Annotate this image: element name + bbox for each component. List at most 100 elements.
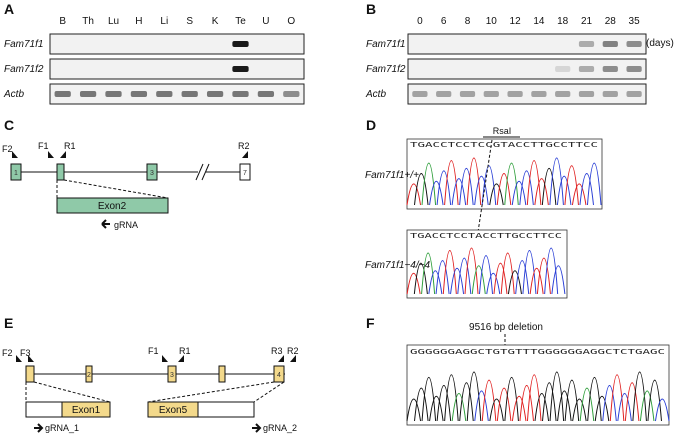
panel-c-zoom-line-right	[63, 179, 169, 199]
traceWT-peak-21	[556, 175, 572, 206]
panel-a-band-3-1	[54, 91, 71, 97]
traceWT-peak-4	[429, 181, 444, 206]
traceMUT-peak-8	[457, 257, 472, 295]
traceWT-peak-23	[571, 183, 587, 206]
panel-a-lane-6: S	[186, 16, 193, 27]
panel-b-gene-2: Fam71f2	[366, 64, 406, 75]
panel-a-band-3-7	[206, 91, 224, 97]
traceMUT-peak-3	[421, 252, 436, 295]
traceWT-peak-22	[564, 165, 579, 206]
panel-b-lane-9: 28	[605, 16, 617, 27]
panel-c-break-mark-1	[195, 163, 204, 181]
panel-b-lane-1: 0	[417, 16, 423, 27]
panel-d-enzyme-label: RsaI	[493, 126, 512, 136]
panel-a-lane-2: Th	[82, 16, 94, 27]
panel-a-band-3-9	[257, 91, 275, 97]
traceF-peak-8	[459, 382, 474, 422]
traceF-peak-25	[587, 376, 602, 422]
panel-a-band-2-8	[232, 66, 249, 72]
traceWT-peak-25	[586, 163, 602, 206]
traceF-peak-23	[572, 398, 587, 422]
panel-b-band-1-10	[626, 41, 642, 47]
panel-c-break-mark-2	[201, 163, 210, 181]
traceF-peak-24	[579, 387, 595, 422]
panel-b-band-2-8	[578, 66, 595, 72]
panel-b-band-3-2	[436, 91, 452, 97]
panel-d-mut-sequence: TGACCTCCTACCTTGCCTTCC	[410, 232, 562, 240]
traceMUT-peak-7	[450, 268, 465, 295]
traceF-peak-13	[496, 387, 512, 422]
panel-a-band-3-4	[130, 91, 148, 97]
traceMUT-peak-15	[507, 270, 522, 295]
panel-b-band-2-7	[555, 66, 571, 72]
panel-c-exon-1	[10, 163, 22, 181]
panel-e-primer-f1: F1	[148, 346, 159, 356]
traceWT-peak-17	[526, 160, 542, 206]
panel-e-exon-5	[273, 365, 285, 383]
traceF-peak-30	[624, 382, 640, 422]
panel-e-zoom-right-line-2	[253, 381, 285, 403]
traceWT-peak-8	[459, 168, 474, 206]
panel-b-gene-3: Actb	[365, 89, 386, 100]
traceWT-peak-12	[489, 183, 504, 206]
panel-b-gel-row-2	[407, 58, 647, 80]
panel-a-letter: A	[4, 1, 14, 17]
panel-a-lane-7: K	[212, 16, 219, 27]
traceF-peak-29	[617, 393, 632, 422]
panel-a-band-3-10	[283, 91, 300, 97]
panel-d-mut-genotype: Fam71f1−4/−4	[365, 260, 430, 271]
traceF-peak-15	[511, 396, 527, 422]
traceWT-peak-20	[549, 157, 564, 206]
panel-c-primer-r1-icon	[60, 151, 66, 158]
traceWT-peak-11	[481, 165, 497, 206]
traceMUT-peak-20	[544, 247, 559, 295]
panel-c-letter: C	[4, 117, 14, 133]
panel-a-gene-2: Fam71f2	[4, 64, 44, 75]
traceWT-peak-2	[414, 173, 429, 206]
traceF-peak-27	[602, 384, 617, 422]
traceWT-peak-16	[519, 170, 534, 206]
panel-c-primer-f1: F1	[38, 141, 49, 151]
panel-b-letter: B	[366, 1, 376, 17]
traceF-peak-10	[474, 390, 489, 422]
traceF-peak-26	[594, 396, 610, 422]
traceF-peak-14	[504, 376, 519, 422]
panel-d-letter: D	[366, 117, 376, 133]
traceF-peak-28	[609, 374, 625, 422]
traceF-peak-19	[542, 382, 557, 422]
panel-d-mut-trace-box	[406, 229, 568, 299]
panel-c-grna-arrow-icon	[101, 219, 110, 229]
panel-e-primer-f1-icon	[162, 355, 168, 362]
panel-e-exon-2-number: 2	[87, 372, 91, 379]
traceF-peak-33	[647, 379, 662, 422]
traceMUT-peak-6	[442, 250, 457, 295]
panel-c-primer-f2: F2	[2, 144, 13, 154]
panel-a-lane-9: U	[262, 16, 269, 27]
traceF-peak-21	[557, 390, 572, 422]
panel-b-band-3-9	[602, 91, 618, 97]
panel-a-gene-3: Actb	[3, 89, 24, 100]
panel-a-lane-10: O	[287, 16, 295, 27]
traceMUT-peak-9	[464, 247, 479, 295]
traceWT-peak-15	[511, 181, 527, 206]
traceMUT-peak-18	[529, 268, 544, 295]
traceF-peak-6	[444, 374, 459, 422]
traceF-peak-9	[466, 371, 482, 422]
traceF-peak-12	[489, 398, 504, 422]
traceMUT-peak-4	[428, 270, 443, 295]
traceWT-peak-1	[406, 183, 422, 206]
traceWT-peak-14	[504, 163, 519, 206]
panel-b-band-1-9	[602, 41, 618, 47]
traceWT-peak-24	[579, 173, 594, 206]
traceF-peak-22	[564, 379, 580, 422]
panel-e-exon1-label: Exon1	[72, 405, 101, 416]
panel-c-exon2-zoom-label: Exon2	[98, 201, 127, 212]
panel-c-exon2-zoom	[56, 197, 169, 214]
panel-b-gel-row-1	[407, 33, 647, 55]
panel-e-exon-4	[218, 365, 226, 383]
panel-a-lane-8: Te	[235, 16, 246, 27]
panel-b-gel-row-3	[407, 83, 647, 105]
panel-c-exon-7-number: 7	[243, 170, 247, 177]
traceF-peak-5	[436, 384, 452, 422]
